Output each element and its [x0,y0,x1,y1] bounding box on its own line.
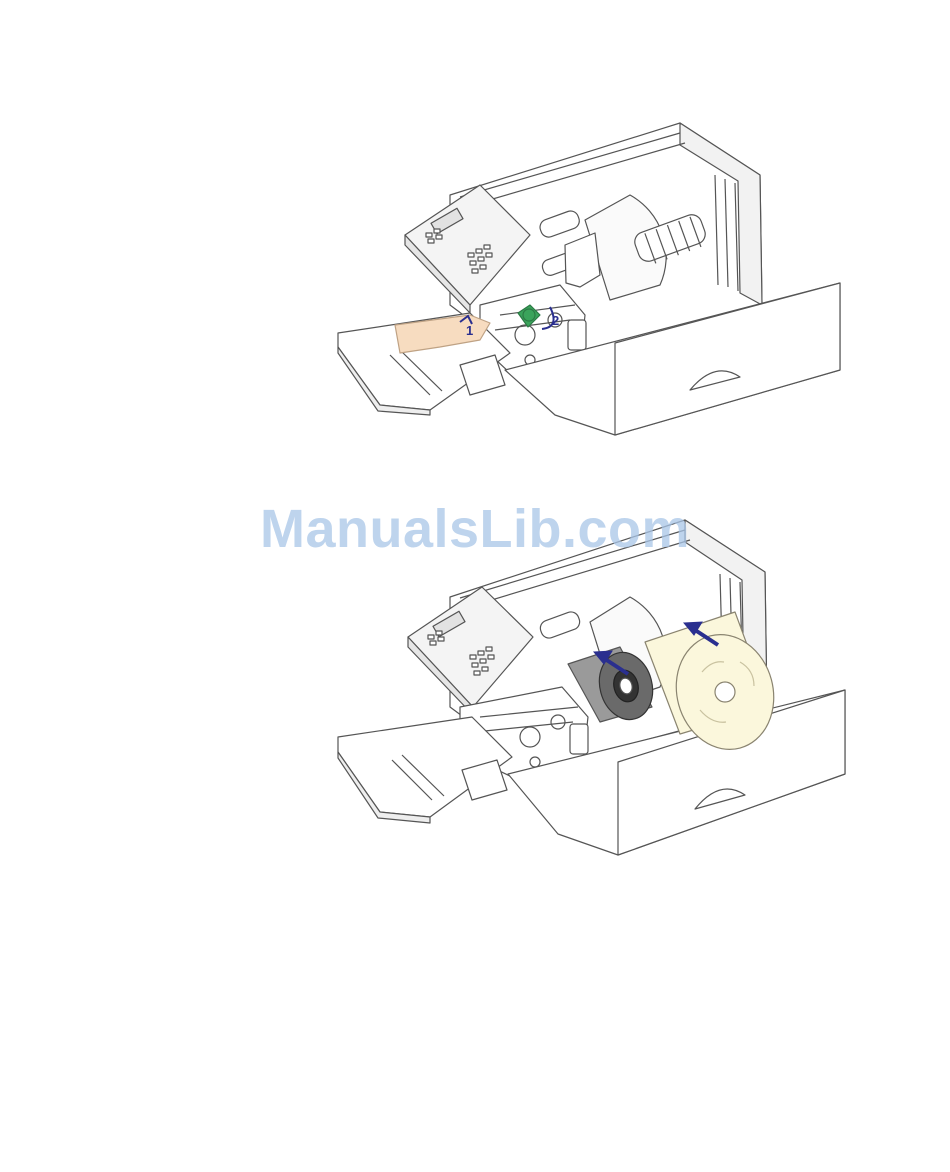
head-latch [570,724,588,754]
step-1-label: 1 [466,323,473,338]
head-latch [568,320,586,350]
figure-open-printhead: 1 2 [330,115,850,445]
media-core [715,682,735,702]
printer-illustration-load-supplies [330,512,860,862]
figure-load-ribbon-media [330,512,860,862]
printer-illustration-open-head: 1 2 [330,115,850,445]
step-2-label: 2 [552,313,559,328]
